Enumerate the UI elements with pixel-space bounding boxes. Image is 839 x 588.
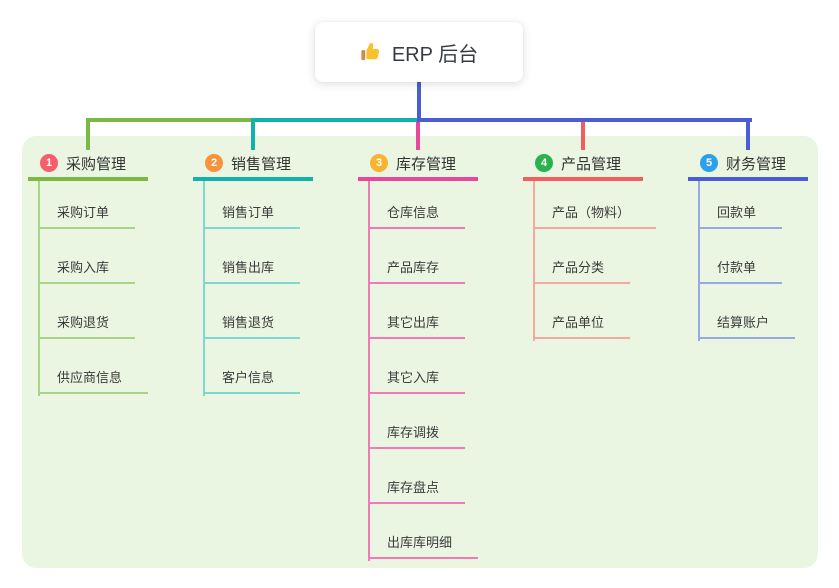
subnode-5-2[interactable]: 付款单: [698, 258, 783, 284]
priority-badge-1: 1: [40, 154, 58, 172]
branch-header-5[interactable]: 5 财务管理: [688, 149, 808, 181]
connector-stub-1: [86, 120, 90, 150]
subnode-5-1[interactable]: 回款单: [698, 203, 783, 229]
bus-segment-green: [86, 118, 255, 122]
priority-badge-4: 4: [535, 154, 553, 172]
thumbs-up-icon: [360, 41, 382, 63]
subnode-5-3[interactable]: 结算账户: [698, 313, 796, 339]
subnode-4-3[interactable]: 产品单位: [533, 313, 631, 339]
branch-label: 采购管理: [66, 155, 127, 173]
subtree-line: [698, 181, 700, 341]
subnode-1-2[interactable]: 采购入库: [38, 258, 136, 284]
subnode-3-3[interactable]: 其它出库: [368, 313, 466, 339]
priority-badge-3: 3: [370, 154, 388, 172]
subnode-3-7[interactable]: 出库库明细: [368, 533, 479, 559]
subnode-3-6[interactable]: 库存盘点: [368, 478, 466, 504]
branch-label: 财务管理: [726, 155, 787, 173]
subnode-2-3[interactable]: 销售退货: [203, 313, 301, 339]
priority-badge-2: 2: [205, 154, 223, 172]
subnode-1-4[interactable]: 供应商信息: [38, 368, 149, 394]
subtree-line: [368, 181, 370, 561]
bus-segment-teal: [251, 118, 421, 122]
branch-label: 库存管理: [396, 155, 457, 173]
subnode-3-1[interactable]: 仓库信息: [368, 203, 466, 229]
subtree-line: [533, 181, 535, 341]
branch-header-3[interactable]: 3 库存管理: [358, 149, 478, 181]
branch-label: 销售管理: [231, 155, 292, 173]
root-connector-line: [417, 82, 421, 120]
subnode-1-1[interactable]: 采购订单: [38, 203, 136, 229]
subnode-3-5[interactable]: 库存调拨: [368, 423, 466, 449]
subnode-4-1[interactable]: 产品（物料）: [533, 203, 657, 229]
subnode-2-2[interactable]: 销售出库: [203, 258, 301, 284]
subnode-1-3[interactable]: 采购退货: [38, 313, 136, 339]
connector-stub-2: [251, 120, 255, 150]
bus-segment-blue: [417, 118, 752, 122]
branch-header-4[interactable]: 4 产品管理: [523, 149, 643, 181]
subnode-2-1[interactable]: 销售订单: [203, 203, 301, 229]
branch-header-2[interactable]: 2 销售管理: [193, 149, 313, 181]
subnode-3-4[interactable]: 其它入库: [368, 368, 466, 394]
branch-label: 产品管理: [561, 155, 622, 173]
connector-stub-4: [581, 120, 585, 150]
subnode-3-2[interactable]: 产品库存: [368, 258, 466, 284]
branches-panel-background: [22, 136, 818, 568]
priority-badge-5: 5: [700, 154, 718, 172]
subtree-line: [203, 181, 205, 396]
branch-header-1[interactable]: 1 采购管理: [28, 149, 148, 181]
connector-stub-3: [416, 120, 420, 150]
root-title: ERP 后台: [391, 43, 479, 66]
subnode-2-4[interactable]: 客户信息: [203, 368, 301, 394]
subnode-4-2[interactable]: 产品分类: [533, 258, 631, 284]
root-node[interactable]: ERP 后台: [315, 22, 523, 82]
connector-stub-5: [746, 120, 750, 150]
subtree-line: [38, 181, 40, 396]
